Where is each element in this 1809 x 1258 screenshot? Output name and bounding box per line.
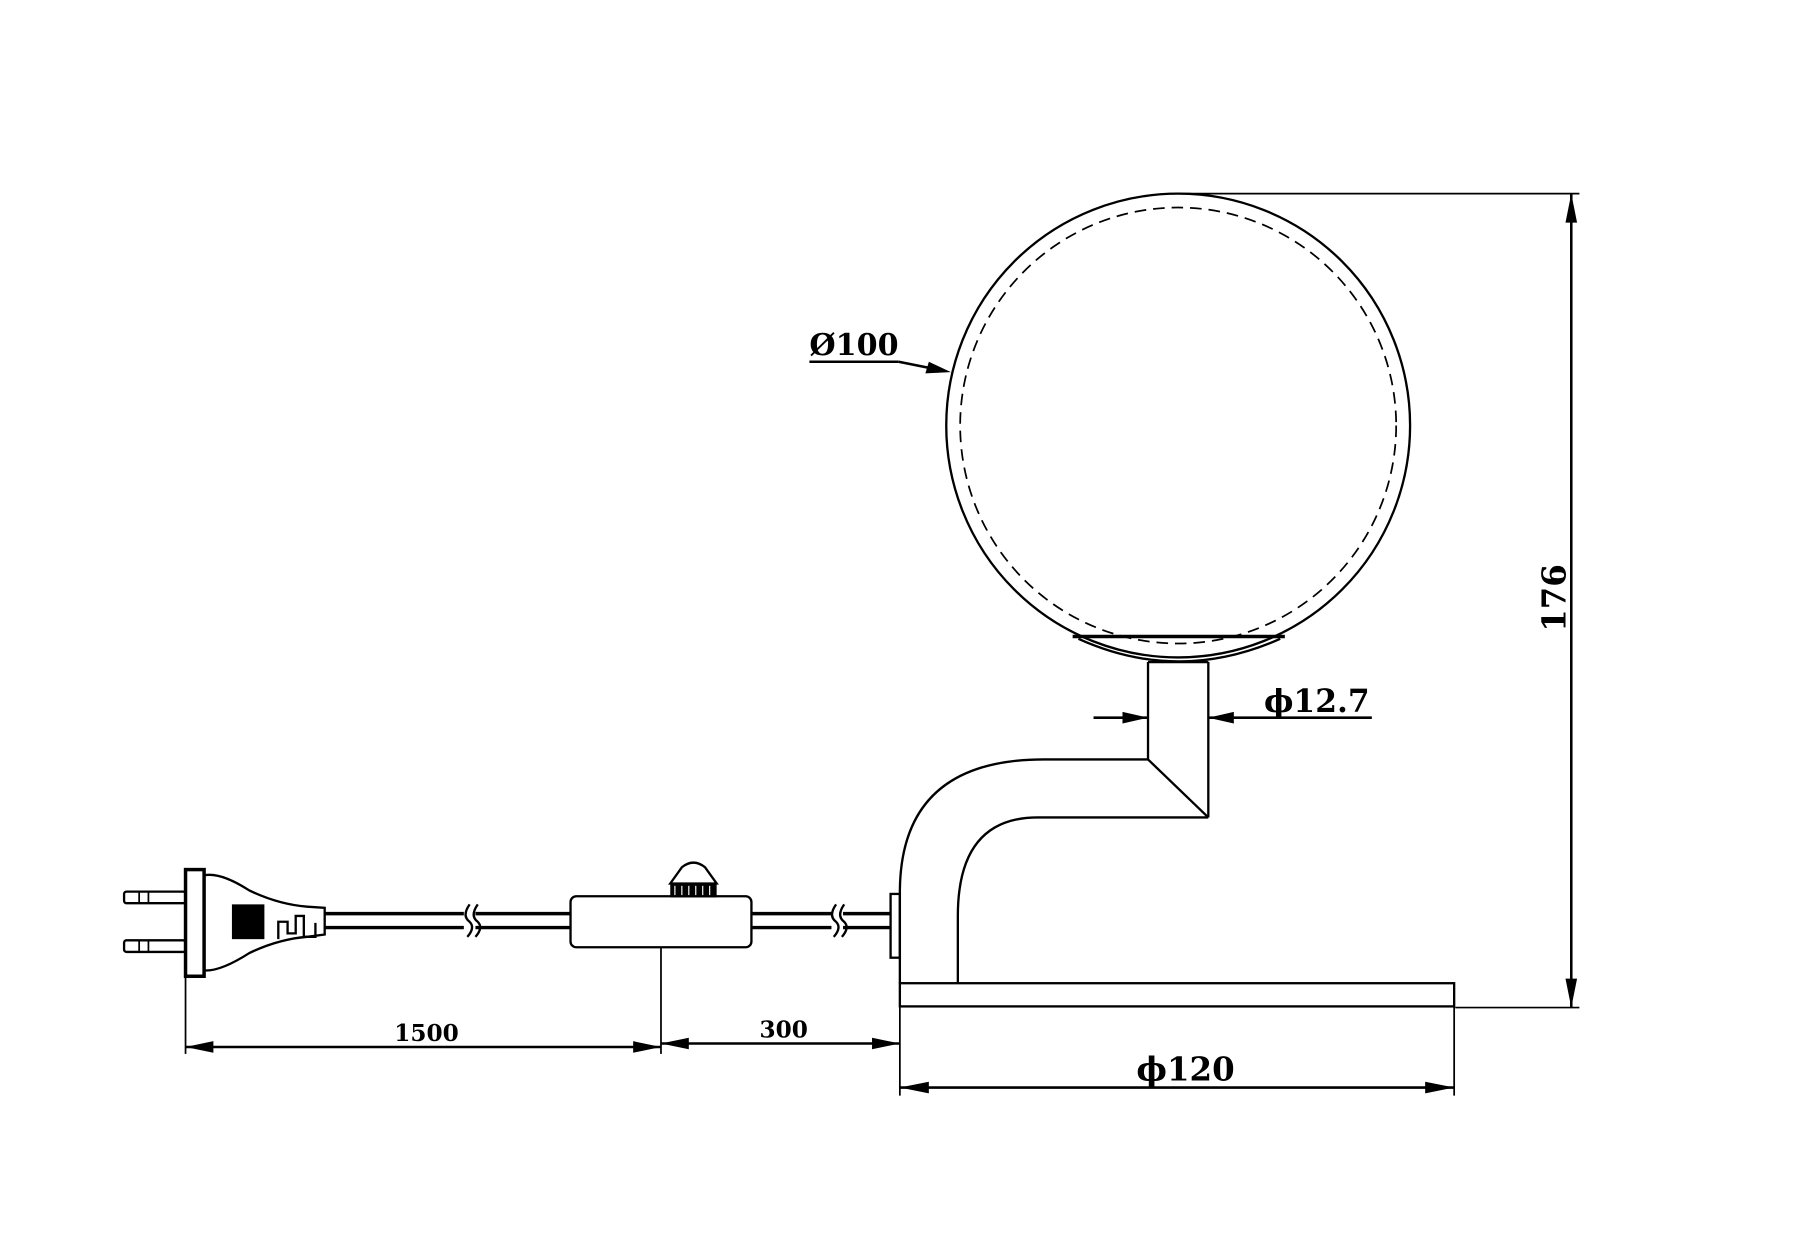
base-diameter-dimension: ϕ120 xyxy=(898,1006,1456,1096)
stem-diameter-dimension: ϕ12.7 xyxy=(1093,684,1372,724)
cord-entry-flange xyxy=(889,892,902,959)
globe-outline xyxy=(945,192,1412,659)
power-cord xyxy=(324,892,902,959)
plug-icon xyxy=(122,867,326,978)
base-plate xyxy=(898,982,1456,1008)
switch-knob-icon xyxy=(668,861,719,885)
globe-diameter-dimension: Ø100 xyxy=(809,328,951,374)
height-label: 176 xyxy=(1535,564,1573,632)
cord-break-icon xyxy=(830,903,840,938)
globe-diameter-label: Ø100 xyxy=(809,328,898,363)
height-dimension: 176 xyxy=(1178,192,1580,1009)
curved-arm xyxy=(898,758,1209,984)
stem-diameter-label: ϕ12.7 xyxy=(1264,684,1370,720)
cord-length-dimensions: 1500 300 xyxy=(184,947,900,1054)
base-diameter-label: ϕ120 xyxy=(1136,1051,1234,1089)
inline-switch xyxy=(569,861,753,949)
stem xyxy=(1146,660,1210,819)
switch-distance-label: 300 xyxy=(760,1017,808,1044)
glass-globe xyxy=(945,192,1412,659)
globe-inner-dashed xyxy=(959,206,1398,645)
cord-break-icon xyxy=(464,903,474,938)
cord-length-label: 1500 xyxy=(394,1020,459,1047)
